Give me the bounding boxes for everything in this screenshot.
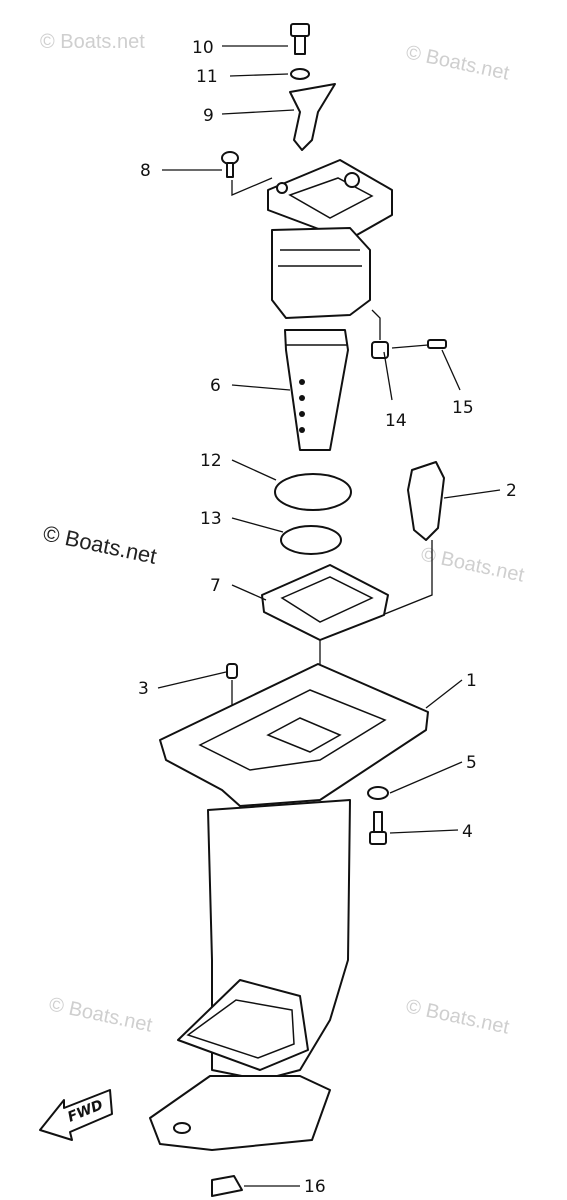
part-9-bracket [289,83,336,151]
watermark-bottom-right: © Boats.net [404,995,512,1038]
callout-4: 4 [462,822,473,842]
callout-14: 14 [385,411,407,431]
part-7-gasket [261,564,389,641]
part-12-o-ring [274,473,352,511]
watermark-middle-right: © Boats.net [419,543,527,586]
callout-10: 10 [192,38,214,58]
part-14-grommet [371,341,389,359]
callout-8: 8 [140,161,151,181]
callout-6: 6 [210,376,221,396]
part-15-screw [391,339,447,349]
part-3-dowel-pin [226,663,238,679]
callout-5: 5 [466,753,477,773]
callout-9: 9 [203,106,214,126]
leader-lines [157,45,501,1187]
callout-1: 1 [466,671,477,691]
part-16-plug [211,1175,243,1197]
watermark-top-right: © Boats.net [404,41,512,84]
part-13-o-ring [280,525,342,555]
callout-16: 16 [304,1177,326,1197]
callout-13: 13 [200,509,222,529]
part-10-bolt [290,23,310,55]
callout-11: 11 [196,67,218,87]
callout-2: 2 [506,481,517,501]
watermark-middle-left: © Boats.net [41,520,159,568]
part-5-washer [367,786,389,800]
callout-3: 3 [138,679,149,699]
watermark-bottom-left: © Boats.net [47,993,155,1036]
callout-7: 7 [210,576,221,596]
watermark-top-left: © Boats.net [40,31,145,53]
part-6-exhaust-guide [267,159,393,451]
part-2-cover [407,461,445,541]
fwd-arrow: FWD [39,1089,113,1141]
part-4-bolt [369,811,387,845]
part-1-upper-casing [149,663,429,1151]
callout-12: 12 [200,451,222,471]
part-8-screw [221,151,239,178]
part-11-washer [290,68,310,80]
callout-15: 15 [452,398,474,418]
